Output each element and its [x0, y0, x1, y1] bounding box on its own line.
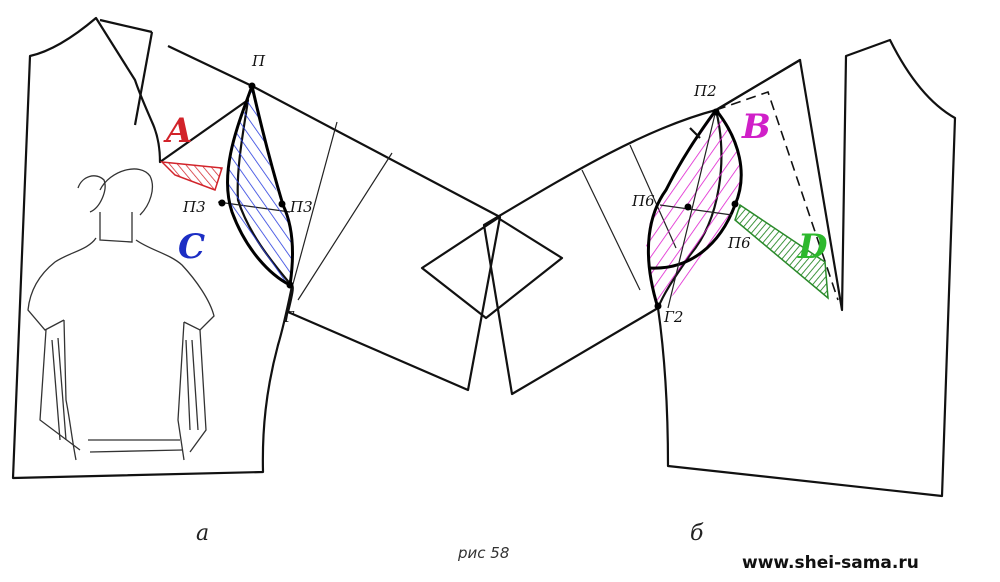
label-left-p3-right: П3	[289, 198, 313, 216]
caption-b: б	[690, 521, 704, 546]
right-notch	[689, 127, 701, 139]
right-point-g2	[654, 302, 662, 310]
left-point-p	[248, 82, 256, 90]
center-square	[420, 216, 564, 320]
right-bodice-outline	[656, 38, 957, 498]
right-armhole-curve	[714, 109, 743, 206]
label-left-p: П	[251, 52, 266, 70]
right-diag-line	[667, 109, 717, 309]
marker-A: A	[163, 111, 192, 151]
left-pattern	[11, 16, 502, 480]
figure-caption: рис 58	[457, 544, 509, 562]
left-point-p3-right	[278, 200, 286, 208]
left-sleeve-guide-2	[297, 152, 393, 301]
caption-a: а	[196, 521, 209, 546]
right-cross-line	[659, 204, 733, 216]
label-right-p6-right: П6	[727, 234, 751, 252]
right-inner-curve	[649, 204, 737, 270]
left-neck-dart	[133, 31, 154, 126]
left-armhole-curve	[226, 85, 291, 287]
label-left-g: Г	[283, 308, 295, 326]
left-shoulder-line	[99, 18, 153, 34]
left-hatch-red	[159, 161, 223, 191]
left-point-g	[286, 281, 294, 289]
right-point-p2	[712, 108, 720, 116]
right-sleeve-cap-curve	[646, 109, 718, 309]
marker-C: C	[178, 227, 205, 267]
label-right-p2: П2	[693, 82, 717, 100]
marker-B: B	[741, 107, 771, 147]
right-sleeve-guide-1	[581, 169, 641, 291]
watermark-text: www.shei-sama.ru	[742, 553, 919, 573]
label-right-g2: Г2	[663, 308, 683, 326]
garment-sketch	[27, 168, 215, 461]
left-sleeve-outline	[167, 45, 502, 392]
left-point-p3-left	[218, 199, 226, 207]
right-point-p6-left	[684, 203, 692, 211]
label-right-p6-left: П6	[631, 192, 655, 210]
left-sleeve-guide-1	[292, 121, 338, 285]
right-dart-dashed	[715, 90, 839, 301]
right-pattern	[482, 38, 957, 498]
label-left-p3-left: П3	[182, 198, 206, 216]
marker-D: D	[797, 227, 828, 267]
right-armhole-hatch-magenta	[646, 110, 741, 308]
right-point-p6-right	[731, 200, 739, 208]
right-hatch-green	[734, 203, 829, 300]
